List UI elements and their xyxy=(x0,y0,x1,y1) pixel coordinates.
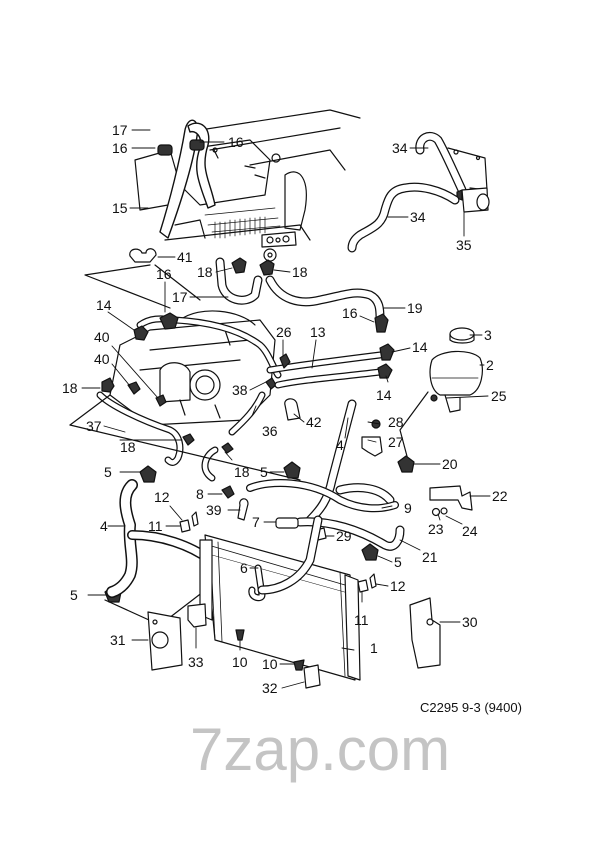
callout-16[interactable]: 16 xyxy=(342,305,358,321)
callout-22[interactable]: 22 xyxy=(492,488,508,504)
callout-14[interactable]: 14 xyxy=(96,297,112,313)
callout-11[interactable]: 11 xyxy=(148,518,163,534)
callout-31[interactable]: 31 xyxy=(110,632,126,648)
callout-18[interactable]: 18 xyxy=(292,264,308,280)
callout-13[interactable]: 13 xyxy=(310,324,326,340)
callout-26[interactable]: 26 xyxy=(276,324,292,340)
callout-14[interactable]: 14 xyxy=(376,387,392,403)
callout-27[interactable]: 27 xyxy=(388,434,404,450)
radiator xyxy=(199,534,361,681)
callout-18[interactable]: 18 xyxy=(62,380,78,396)
callout-6[interactable]: 6 xyxy=(240,560,248,576)
callout-12[interactable]: 12 xyxy=(390,578,406,594)
callout-33[interactable]: 33 xyxy=(188,654,204,670)
leader-lines xyxy=(81,129,491,689)
callout-10[interactable]: 10 xyxy=(232,654,248,670)
callout-25[interactable]: 25 xyxy=(491,388,507,404)
callout-5[interactable]: 5 xyxy=(394,554,402,570)
diagram-caption: C2295 9-3 (9400) xyxy=(420,700,522,715)
callout-17[interactable]: 17 xyxy=(172,289,188,305)
callout-40[interactable]: 40 xyxy=(94,351,110,367)
callout-labels: 17 16 16 15 41 16 18 18 17 19 34 34 35 1… xyxy=(62,122,508,696)
callout-16[interactable]: 16 xyxy=(228,134,244,150)
callout-14[interactable]: 14 xyxy=(412,339,428,355)
callout-30[interactable]: 30 xyxy=(462,614,478,630)
callout-34[interactable]: 34 xyxy=(392,140,408,156)
callout-1[interactable]: 1 xyxy=(370,640,378,656)
callout-11[interactable]: 11 xyxy=(354,612,369,628)
engine-assembly xyxy=(69,310,301,482)
callout-39[interactable]: 39 xyxy=(206,502,222,518)
callout-4[interactable]: 4 xyxy=(100,518,108,534)
expansion-tank xyxy=(399,327,483,461)
callout-5[interactable]: 5 xyxy=(104,464,112,480)
callout-41[interactable]: 41 xyxy=(177,249,193,265)
callout-20[interactable]: 20 xyxy=(442,456,458,472)
callout-34[interactable]: 34 xyxy=(410,209,426,225)
callout-4[interactable]: 4 xyxy=(336,437,344,453)
callout-23[interactable]: 23 xyxy=(428,521,444,537)
callout-2[interactable]: 2 xyxy=(486,357,494,373)
callout-12[interactable]: 12 xyxy=(154,489,170,505)
callout-3[interactable]: 3 xyxy=(484,327,492,343)
callout-29[interactable]: 29 xyxy=(336,528,352,544)
callout-17[interactable]: 17 xyxy=(112,122,128,138)
callout-9[interactable]: 9 xyxy=(404,500,412,516)
callout-38[interactable]: 38 xyxy=(232,382,248,398)
callout-37[interactable]: 37 xyxy=(86,418,102,434)
callout-21[interactable]: 21 xyxy=(422,549,438,565)
callout-8[interactable]: 8 xyxy=(196,486,204,502)
callout-15[interactable]: 15 xyxy=(112,200,128,216)
callout-5[interactable]: 5 xyxy=(260,464,268,480)
heater-valve-group xyxy=(347,131,490,253)
callout-40[interactable]: 40 xyxy=(94,329,110,345)
callout-5[interactable]: 5 xyxy=(70,587,78,603)
callout-32[interactable]: 32 xyxy=(262,680,278,696)
callout-16[interactable]: 16 xyxy=(156,266,172,282)
callout-24[interactable]: 24 xyxy=(462,523,478,539)
callout-10[interactable]: 10 xyxy=(262,656,278,672)
watermark: 7zap.com xyxy=(190,716,450,783)
callout-16[interactable]: 16 xyxy=(112,140,128,156)
callout-18[interactable]: 18 xyxy=(120,439,136,455)
callout-28[interactable]: 28 xyxy=(388,414,404,430)
callout-18[interactable]: 18 xyxy=(197,264,213,280)
callout-42[interactable]: 42 xyxy=(306,414,322,430)
callout-7[interactable]: 7 xyxy=(252,514,260,530)
callout-36[interactable]: 36 xyxy=(262,423,278,439)
callout-18[interactable]: 18 xyxy=(234,464,250,480)
engine-bay-inset xyxy=(84,109,361,309)
callout-19[interactable]: 19 xyxy=(407,300,423,316)
callout-35[interactable]: 35 xyxy=(456,237,472,253)
